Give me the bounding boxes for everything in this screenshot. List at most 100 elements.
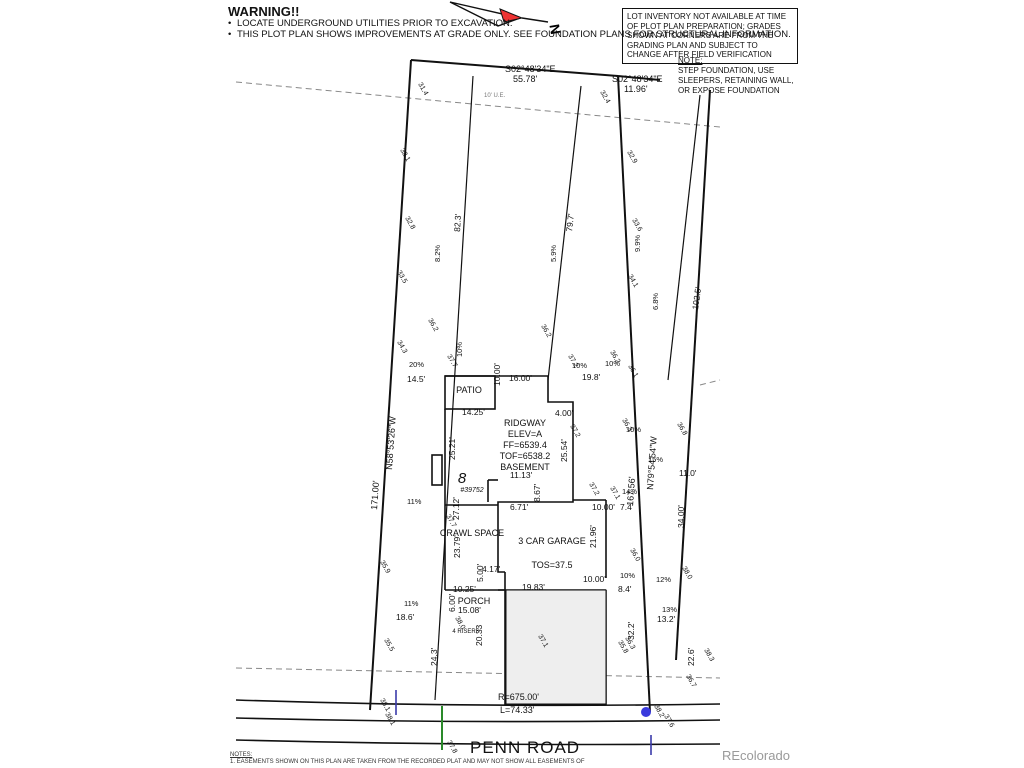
slope-label: 6.8% [651,293,660,310]
garage-label: 3 CAR GARAGE [518,536,586,546]
dimension-label: 10.25' [453,584,476,594]
easement-label: 10' U.E. [484,93,505,99]
house-model: RIDGWAY [504,418,546,428]
dimension-label: 15.08' [458,605,481,615]
dimension-label: 11.0' [679,468,697,478]
porch-label: PORCH [458,596,491,606]
grade-label: 32.1 [398,148,411,163]
grade-label: 36.1 [626,364,639,379]
dimension-label: 4.17' [482,564,501,574]
left-length: 171.00' [369,480,381,510]
dimension-label: 19.8' [582,372,601,382]
inventory-note-box: LOT INVENTORY NOT AVAILABLE AT TIME OF P… [622,8,798,64]
grade-label: 35.5 [382,638,395,653]
grade-label: 35.9 [378,560,391,575]
notes-title: NOTES: [230,752,253,758]
note-text: STEP FOUNDATION, USE SLEEPERS, RETAINING… [678,66,794,95]
grade-label: 36.2 [426,318,439,333]
dimension-label: 10.00' [492,363,502,386]
curve-radius: R=675.00' [498,692,539,702]
foundation-note: NOTE: STEP FOUNDATION, USE SLEEPERS, RET… [678,56,802,96]
dimension-label: 5.00' [475,563,485,582]
grade-label: 34.3 [395,340,408,355]
grade-label: 36.7 [684,674,697,689]
warning-item: THIS PLOT PLAN SHOWS IMPROVEMENTS AT GRA… [228,29,791,40]
top-bearing: S02°48'34"E [505,64,556,74]
house-type: BASEMENT [500,462,550,472]
dimension-label: 10.00' [583,574,606,584]
slope-label: 11% [404,599,419,608]
slope-label: 10% [626,425,641,434]
grade-label: 36.0 [628,548,641,563]
slope-label: 12% [656,575,671,584]
note-title: NOTE: [678,56,703,65]
grade-label: 32.9 [625,150,638,165]
dimension-label: 7.4' [620,502,634,512]
slope-label: 10% [605,359,620,368]
dimension-label: 102.5' [690,286,703,310]
dimension-label: 19.83' [522,582,545,592]
grade-label: 38.0 [680,566,693,581]
top-distance-right: 11.96' [624,84,648,94]
grade-label: 32.4 [598,90,611,105]
dimension-label: 6.71' [510,502,529,512]
patio-label: PATIO [456,385,482,395]
right-length: 167.56' [625,476,637,506]
dimension-label: 4.00' [555,408,574,418]
slope-label: 10% [455,342,464,357]
warning-title: WARNING!! [228,4,300,19]
slope-label: 11% [407,497,422,506]
slope-label: 15% [648,455,663,464]
slope-label: 10% [572,361,587,370]
slope-label: 13% [662,605,677,614]
grade-label: 32.8 [403,216,416,231]
right-bearing: N79°54'54"W [645,436,659,491]
dimension-label: 13.2' [657,614,676,624]
dimension-label: 18.6' [396,612,415,622]
dimension-labels: 82.3'79.7'102.5'14.5'16.00'19.8'10.00'14… [396,213,703,666]
slope-label: 10% [620,571,635,580]
grade-label: 37.2 [587,482,600,497]
dimension-label: 20.33 [474,624,484,646]
house-elevation: ELEV=A [508,429,542,439]
slope-label: 14% [622,487,637,496]
grade-label: 33.6 [630,218,643,233]
house-tof: TOF=6538.2 [500,451,551,461]
slope-label: 8.2% [433,245,442,262]
slope-label: 9.9% [633,235,642,252]
warning-item: LOCATE UNDERGROUND UTILITIES PRIOR TO EX… [228,18,791,29]
dimension-label: 16.00' [509,373,532,383]
warning-block: WARNING!! LOCATE UNDERGROUND UTILITIES P… [228,4,791,40]
grade-label: 37.2 [568,424,581,439]
slope-label: 20% [409,360,424,369]
dimension-label: 21.96' [588,525,598,548]
house-ff: FF=6539.4 [503,440,547,450]
left-bearing: N58°53'26"W [384,416,398,471]
crawl-label: CRAWL SPACE [440,528,504,538]
lot-number: 8 [458,470,467,487]
top-distance: 55.78' [513,74,538,84]
dimension-label: 25.54' [559,439,569,462]
dimension-label: 23.79' [452,535,462,558]
tos-label: TOS=37.5 [531,560,572,570]
dimension-label: 34.00' [676,505,686,528]
dimension-label: 10.00' [592,502,615,512]
dimension-label: 11.13' [510,470,533,480]
dimension-label: 24.3' [429,647,439,666]
risers-label: 4 RISERS [452,629,479,635]
lot-code: #39752 [460,487,483,494]
grade-label: 36.2 [539,324,552,339]
grade-label: 38.1 [383,712,396,727]
dimension-label: 27.12' [451,497,461,520]
driveway [505,589,607,705]
dimension-label: 25.21' [447,437,457,460]
slope-labels: 8.2%5.9%20%10%10%10%10%15%11%14%11%10%12… [404,235,677,614]
grade-label: 36.8 [675,422,688,437]
dimension-label: 79.7' [564,213,576,232]
dimension-label: 8.4' [618,584,632,594]
dimension-label: 8.67' [532,483,542,502]
dimension-label: 22.6' [686,647,696,666]
grade-label: 37.1 [608,486,621,501]
notes-text: 1. EASEMENTS SHOWN ON THIS PLAN ARE TAKE… [230,759,585,765]
